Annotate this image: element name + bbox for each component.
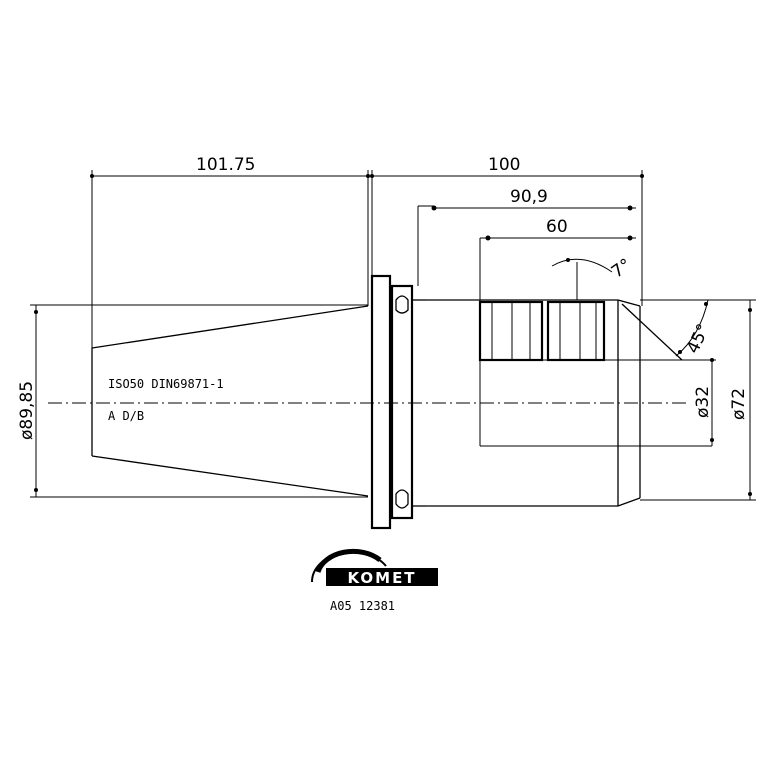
dim-90-9 — [417, 205, 636, 286]
standard-note: ISO50 DIN69871-1 — [108, 377, 224, 391]
label-101-75: 101.75 — [196, 155, 255, 175]
label-60: 60 — [546, 217, 568, 237]
label-d89-85: ø89,85 — [17, 381, 37, 440]
taper-shank — [30, 304, 369, 498]
bore — [478, 300, 712, 447]
body-cylinder — [426, 299, 683, 507]
dim-101-75 — [90, 170, 370, 348]
dim-100 — [370, 170, 644, 306]
label-d32: ø32 — [693, 386, 713, 418]
label-90-9: 90,9 — [510, 187, 548, 207]
label-angle-45: 45° — [683, 321, 714, 357]
dim-60 — [479, 235, 636, 300]
label-d72: ø72 — [729, 388, 749, 420]
flange — [370, 274, 426, 530]
label-angle-7: 7° — [608, 255, 635, 282]
part-number: A05 12381 — [330, 599, 395, 613]
label-100: 100 — [488, 155, 520, 175]
dim-d72 — [640, 299, 756, 501]
angle-45-marker — [675, 299, 709, 357]
dim-d89-85 — [34, 305, 38, 497]
komet-logo: KOMET — [310, 548, 438, 587]
logo-text: KOMET — [347, 569, 416, 587]
angle-7-marker — [551, 258, 613, 300]
dim-d32 — [682, 358, 716, 446]
variant-note: A D/B — [108, 409, 144, 423]
